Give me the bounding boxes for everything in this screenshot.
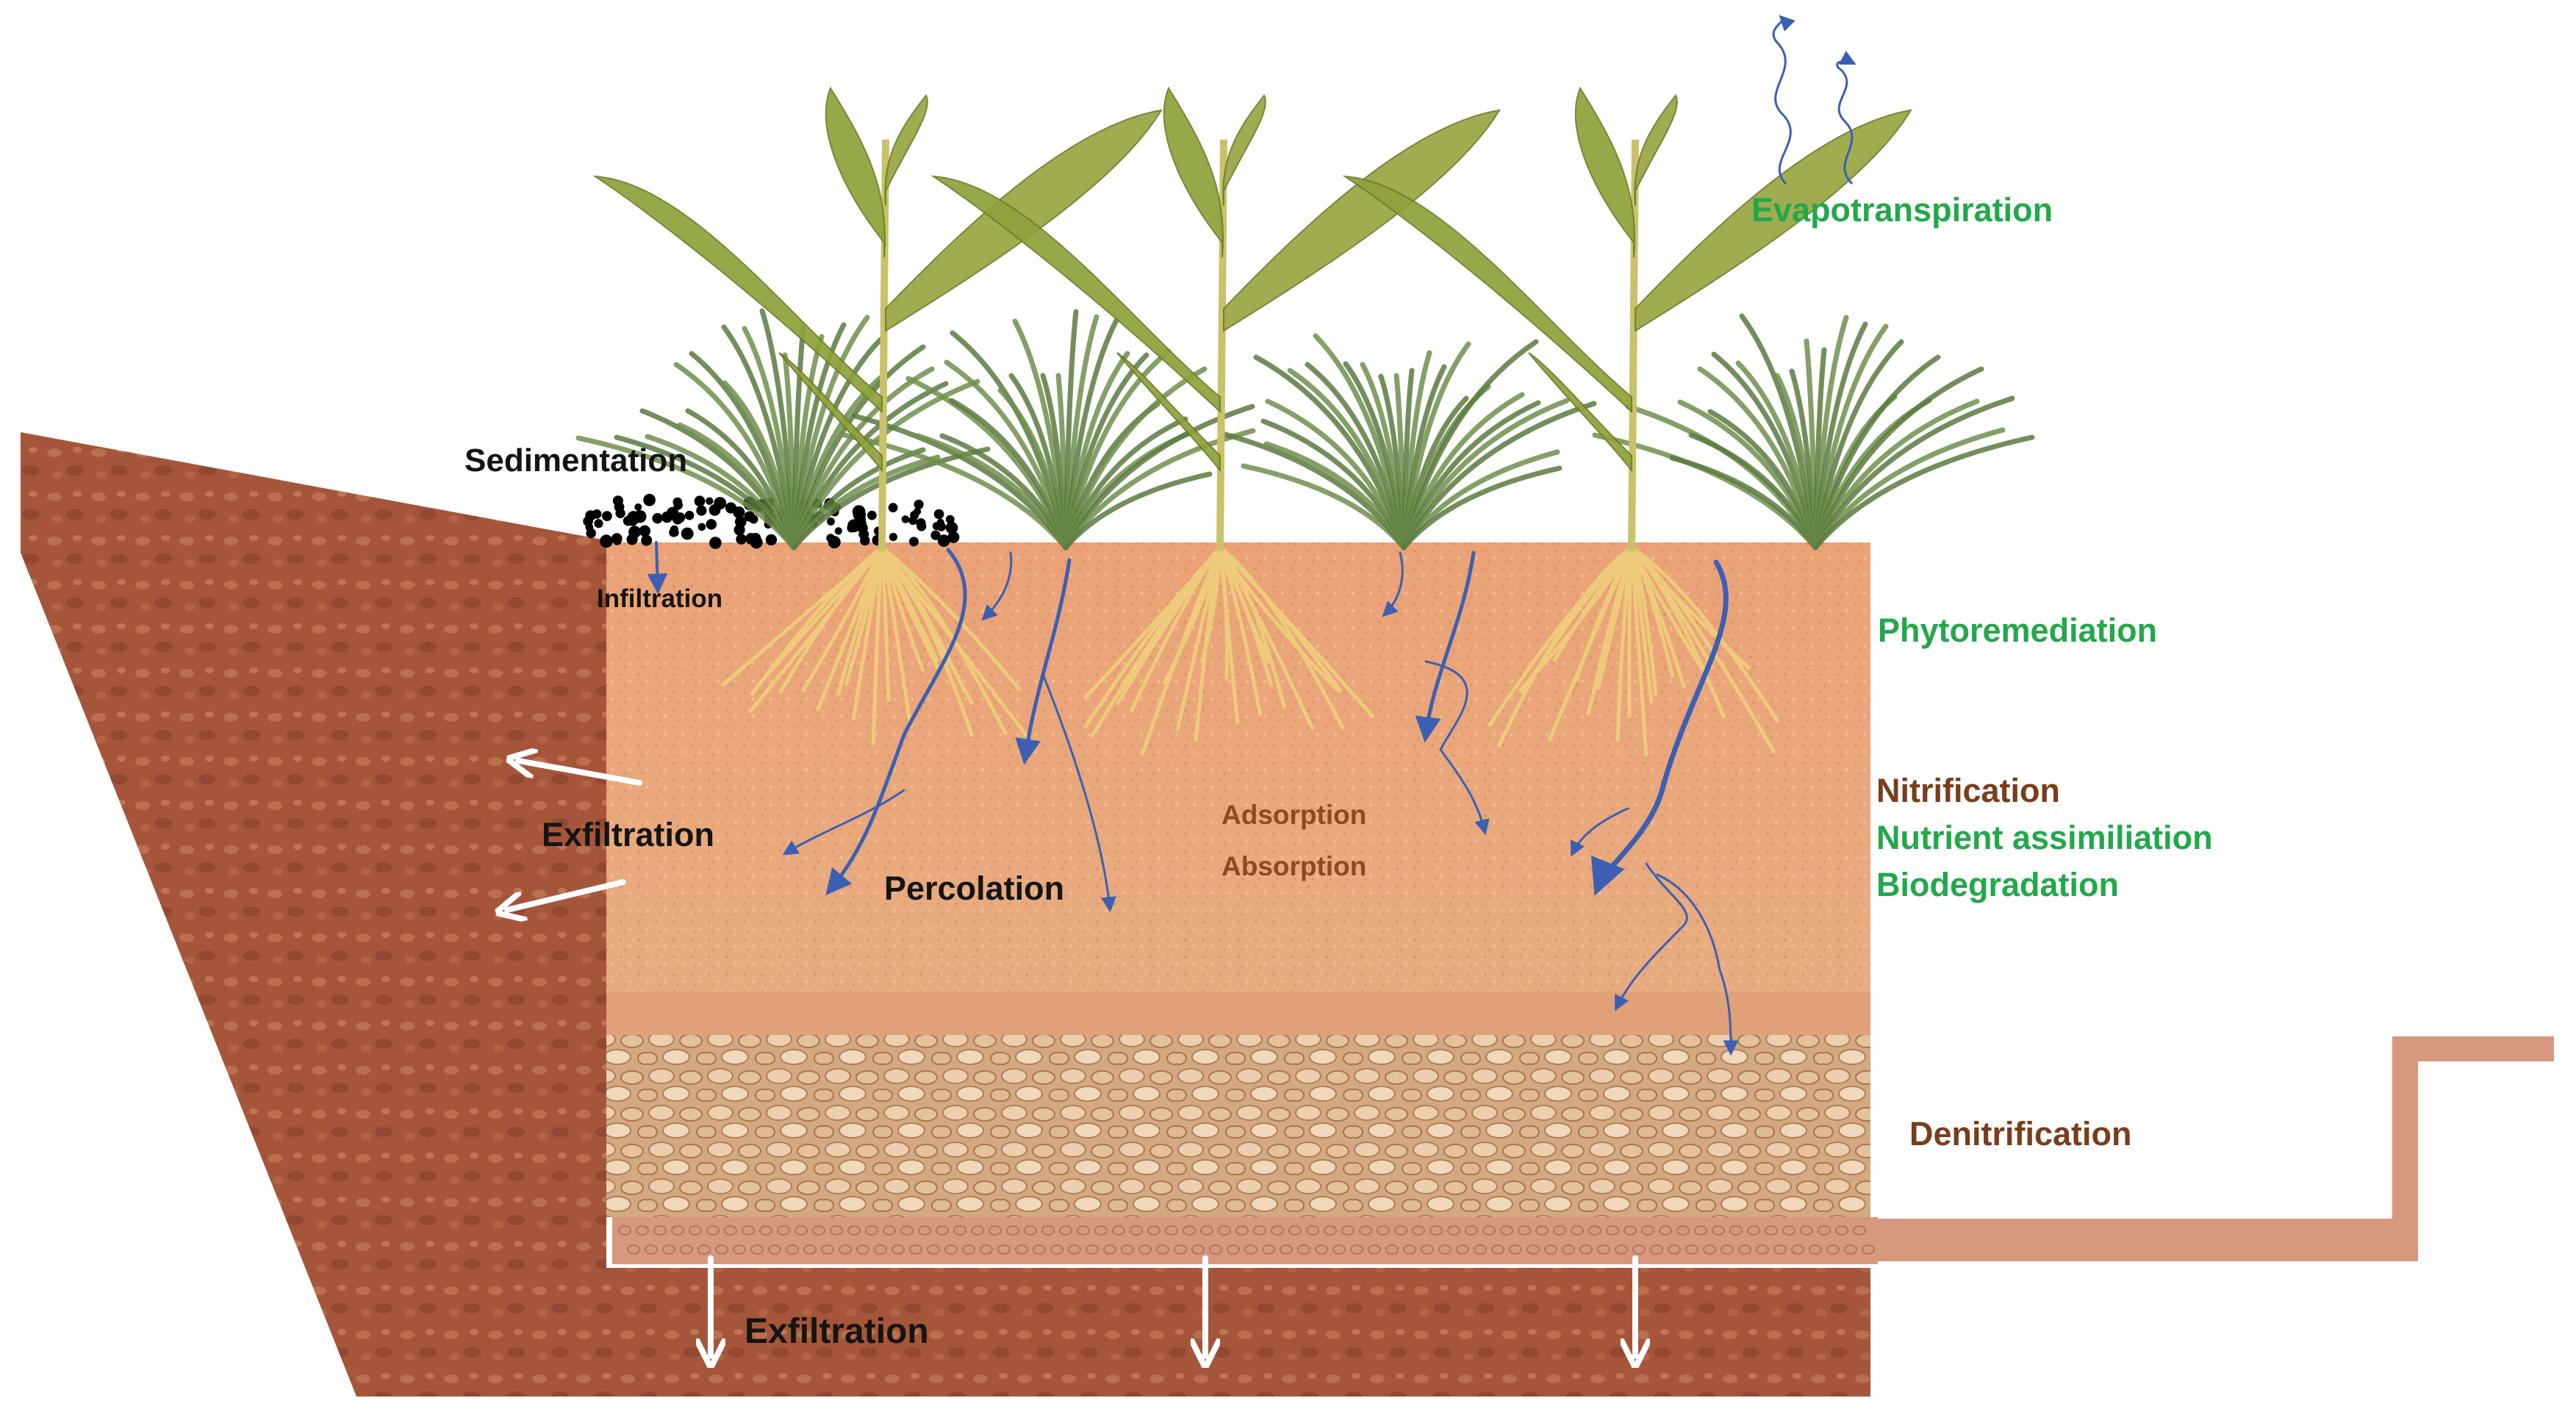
native-soil-bottom bbox=[606, 1268, 1870, 1397]
label-phytoremediation: Phytoremediation bbox=[1878, 612, 2158, 649]
gravel-layer bbox=[606, 1035, 1870, 1217]
label-biodegradation: Biodegradation bbox=[1876, 866, 2120, 903]
label-exfiltration-bottom: Exfiltration bbox=[745, 1312, 929, 1351]
pipe-perforations bbox=[618, 1225, 1875, 1255]
water-flow-arrows bbox=[647, 541, 1739, 1056]
sand-layer bbox=[606, 992, 1870, 1035]
outlet-pipe bbox=[1878, 1036, 2554, 1261]
label-exfiltration-side: Exfiltration bbox=[542, 816, 715, 853]
label-nutrient-assimilation: Nutrient assimiliation bbox=[1876, 819, 2213, 856]
label-percolation: Percolation bbox=[884, 870, 1065, 907]
label-adsorption: Adsorption bbox=[1221, 800, 1367, 830]
label-sedimentation: Sedimentation bbox=[464, 442, 688, 478]
evapotranspiration-arrows bbox=[1772, 15, 1856, 185]
label-nitrification: Nitrification bbox=[1876, 772, 2061, 809]
plant-roots bbox=[720, 545, 1780, 757]
underdrain-pipe bbox=[612, 1217, 1878, 1264]
label-evapotranspiration: Evapotranspiration bbox=[1751, 191, 2053, 229]
plants bbox=[575, 86, 2035, 552]
label-absorption: Absorption bbox=[1221, 851, 1367, 881]
native-soil bbox=[21, 432, 606, 1397]
label-infiltration: Infiltration bbox=[597, 584, 723, 613]
exfiltration-arrows bbox=[507, 761, 1635, 1356]
label-denitrification: Denitrification bbox=[1909, 1115, 2132, 1153]
